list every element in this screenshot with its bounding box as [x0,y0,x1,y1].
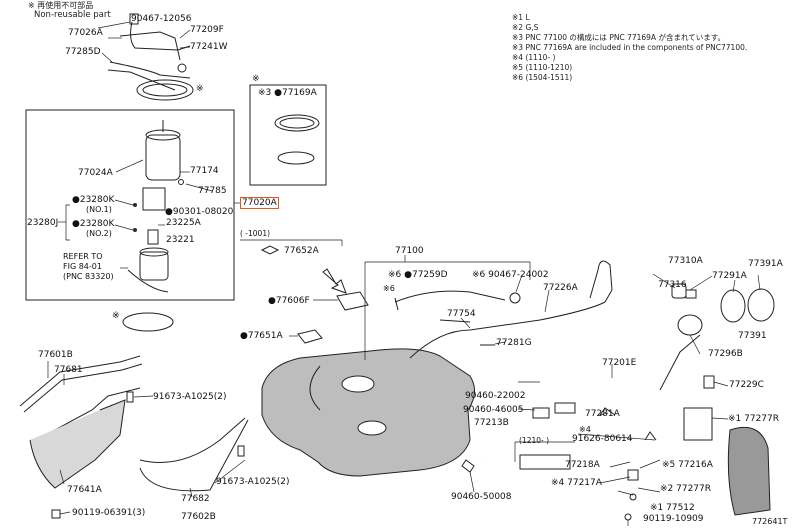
part-77785[interactable]: 77785 [198,186,227,196]
part-77651A[interactable]: ●77651A [240,331,283,341]
note-4: ※3 PNC 77169A are included in the compon… [512,43,748,52]
part-23280J[interactable]: 23280J [27,218,59,228]
mark-lock-ring: ※ [196,84,204,94]
part-77226A[interactable]: 77226A [543,283,578,293]
part-77285D[interactable]: 77285D [65,47,101,57]
part-77754[interactable]: 77754 [447,309,476,319]
part-91673-A1025-b[interactable]: 91673-A1025(2) [216,477,290,487]
fuel-pump-module-drawing [127,120,184,293]
part-77296B[interactable]: 77296B [708,349,743,359]
note-5: ※4 (1110- ) [512,53,556,62]
part-77218A[interactable]: 77218A [565,460,600,470]
note-1: ※1 L [512,13,530,22]
part-77100[interactable]: 77100 [395,246,424,256]
part-77281G[interactable]: 77281G [496,338,532,348]
part-90460-46005[interactable]: 90460-46005 [463,405,524,415]
part-77281A[interactable]: 77281A [585,409,620,419]
part-23225A[interactable]: 23225A [166,218,201,228]
part-90460-50008[interactable]: 90460-50008 [451,492,512,502]
part-77213B[interactable]: 77213B [474,418,509,428]
mark-ring-box: ※ [252,74,260,84]
mark-77259: ※6 [383,284,395,293]
label-no2: (NO.2) [86,229,112,238]
refer-line1: REFER TO [63,252,103,261]
part-77277R-1[interactable]: ※1 77277R [728,414,780,424]
part-77201E[interactable]: 77201E [602,358,637,368]
mark-gasket: ※ [112,311,120,321]
refer-line2[interactable]: FIG 84-01 [63,262,102,271]
part-91626-80614[interactable]: 91626-80614 [572,434,633,444]
figure-id: 772641T [752,517,788,526]
part-77259D[interactable]: ※6 ●77259D [388,270,448,280]
fuel-tank-drawing [261,348,475,477]
part-77512[interactable]: ※1 77512 [650,503,695,513]
note-3: ※3 PNC 77100 の構成には PNC 77169A が含まれています。 [512,33,725,42]
header-line2: Non-reusable part [34,10,111,20]
part-77681[interactable]: 77681 [54,365,83,375]
gasket-drawing [122,312,174,332]
part-77391[interactable]: 77391 [738,331,767,341]
part-77291A[interactable]: 77291A [712,271,747,281]
label-no1: (NO.1) [86,205,112,214]
ring-detail-frame [249,84,327,186]
range-1210: (1210- ) [519,436,550,445]
range-1001: ( -1001) [240,229,271,238]
part-91673-A1025-a[interactable]: 91673-A1025(2) [153,392,227,402]
pump-assembly-frame [25,109,235,301]
header-line1: ※ 再使用不可部品 [28,1,94,10]
part-90460-22002[interactable]: 90460-22002 [465,391,526,401]
mark-4: ※4 [579,425,591,434]
part-77310A[interactable]: 77310A [668,256,703,266]
part-77026A[interactable]: 77026A [68,28,103,38]
lock-ring-drawing [136,79,194,101]
part-77277R-2[interactable]: ※2 77277R [660,484,712,494]
part-77169A[interactable]: ※3 ●77169A [258,88,317,98]
part-77682[interactable]: 77682 [181,494,210,504]
part-77174[interactable]: 77174 [190,166,219,176]
notes-block: ※1 L ※2 G,S ※3 PNC 77100 の構成には PNC 77169… [512,13,747,83]
part-23280K-no1[interactable]: ●23280K [72,195,115,205]
tank-straps-drawing [19,355,249,519]
part-77209F[interactable]: 77209F [190,25,224,35]
part-77229C[interactable]: 77229C [729,380,764,390]
part-90467-12056[interactable]: 90467-12056 [131,14,192,24]
part-90467-24002[interactable]: ※6 90467-24002 [472,270,549,280]
part-77601B[interactable]: 77601B [38,350,73,360]
part-90119-06391[interactable]: 90119-06391(3) [72,508,146,518]
part-90119-10909[interactable]: 90119-10909 [643,514,704,524]
part-77020A-highlighted[interactable]: 77020A [240,197,279,209]
part-77024A[interactable]: 77024A [78,168,113,178]
top-pipes-drawing [107,13,191,91]
part-23221[interactable]: 23221 [166,235,195,245]
note-7: ※6 (1504-1511) [512,73,573,82]
part-77602B[interactable]: 77602B [181,512,216,522]
part-77652A[interactable]: 77652A [284,246,319,256]
part-90301-08020[interactable]: ●90301-08020 [165,207,234,217]
part-77316[interactable]: 77316 [658,280,687,290]
part-77217A[interactable]: ※4 77217A [551,478,602,488]
refer-line3: (PNC 83320) [63,272,114,281]
part-23280K-no2[interactable]: ●23280K [72,219,115,229]
note-6: ※5 (1110-1210) [512,63,573,72]
part-77216A[interactable]: ※5 77216A [662,460,713,470]
note-2: ※2 G,S [512,23,539,32]
part-77641A[interactable]: 77641A [67,485,102,495]
part-77241W[interactable]: 77241W [190,42,228,52]
part-77606F[interactable]: ●77606F [268,296,310,306]
part-77391A[interactable]: 77391A [748,259,783,269]
vent-pipes-drawing [394,260,613,359]
